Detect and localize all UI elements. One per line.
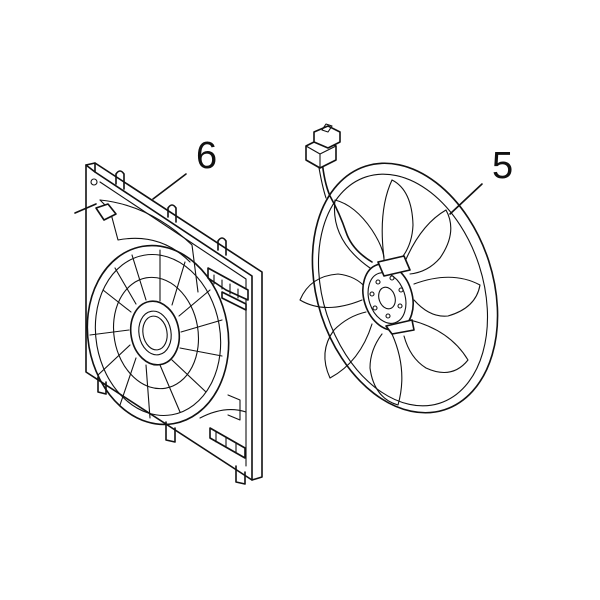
fan-blades (299, 179, 481, 406)
fan-wire (321, 159, 373, 263)
shroud-hub (129, 300, 181, 366)
fan-motor-bolts (369, 275, 404, 319)
fan-shroud (74, 162, 263, 485)
fan-outer-ring (311, 162, 499, 414)
shroud-spokes (89, 249, 223, 419)
shroud-bracket (95, 203, 117, 221)
callout-5-label: 5 (492, 145, 513, 187)
shroud-ring-outer (86, 244, 230, 426)
callout-6-label: 6 (196, 135, 217, 177)
mounting-tab (217, 237, 227, 256)
mounting-tab (115, 170, 125, 190)
mounting-foot (97, 376, 107, 395)
mounting-foot (165, 421, 176, 443)
mounting-tab (167, 204, 177, 223)
callout-6-leader (152, 173, 187, 200)
mounting-foot (235, 465, 246, 485)
fan-assembly (299, 123, 499, 414)
shroud-left-leader (74, 203, 97, 214)
callout-5-leader (449, 183, 483, 215)
mounting-hole (90, 178, 98, 186)
